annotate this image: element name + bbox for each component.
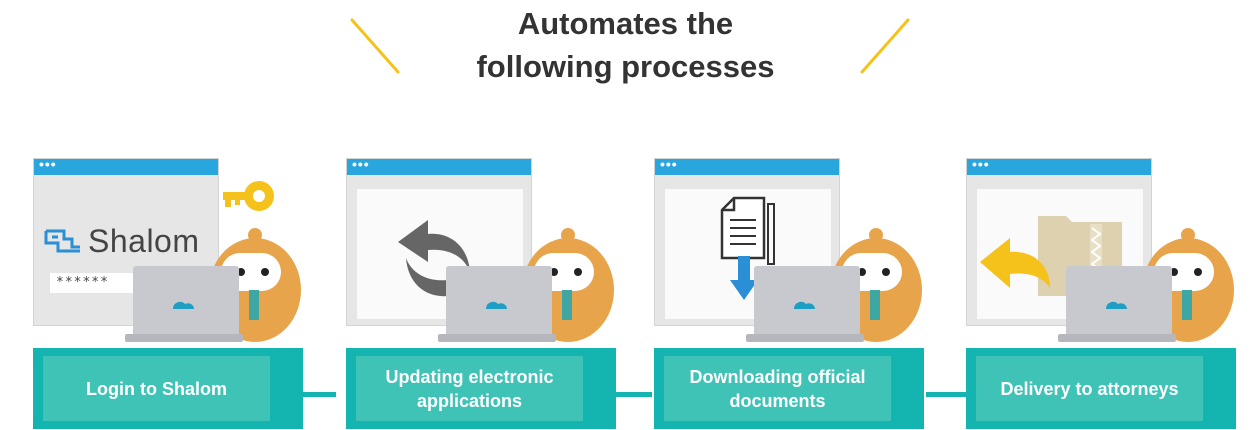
connector-3-4 — [926, 392, 966, 397]
document-download-icon — [720, 196, 775, 300]
step-label-panel: Downloading official documents — [664, 356, 891, 421]
key-icon — [223, 181, 274, 211]
step-label-box: Login to Shalom — [33, 348, 303, 429]
heading-line-1: Automates the — [517, 6, 734, 41]
connector-2-3 — [614, 392, 652, 397]
robot-with-laptop — [438, 228, 614, 342]
window-dots-icon: ••• — [39, 156, 57, 172]
step-label-panel: Login to Shalom — [43, 356, 270, 421]
robot-with-laptop — [746, 228, 922, 342]
step-label: Login to Shalom — [86, 378, 227, 399]
browser-window: ••• Shalom ****** — [33, 156, 219, 326]
window-dots-icon: ••• — [972, 156, 990, 172]
step-label-box: Downloading official documents — [654, 348, 924, 429]
process-step-delivery: ••• Delivery to attorneys — [966, 150, 1236, 430]
process-step-login: ••• Shalom ****** — [33, 150, 303, 430]
connector-1-2 — [300, 392, 336, 397]
laptop-icon — [125, 266, 243, 342]
step-label-box: Delivery to attorneys — [966, 348, 1236, 429]
page-heading: Automates the following processes — [400, 2, 851, 88]
shalom-logo-icon — [44, 229, 80, 252]
laptop-icon — [746, 266, 864, 342]
step-label: Delivery to attorneys — [1000, 378, 1179, 399]
process-step-updating: ••• Updating electronic applications — [346, 150, 616, 430]
window-dots-icon: ••• — [352, 156, 370, 172]
shalom-logo-text: Shalom — [88, 223, 200, 259]
heading-line-2: following processes — [476, 49, 775, 84]
laptop-icon — [1058, 266, 1176, 342]
window-title-bar: ••• — [655, 156, 839, 175]
step-label-box: Updating electronic applications — [346, 348, 616, 429]
window-title-bar: ••• — [347, 156, 531, 175]
step-label: Downloading official documents — [689, 366, 866, 411]
window-dots-icon: ••• — [660, 156, 678, 172]
right-accent-line — [860, 18, 910, 74]
password-field: ****** — [50, 273, 160, 293]
shalom-logo: Shalom — [44, 223, 200, 260]
return-arrow-icon — [980, 238, 1050, 288]
laptop-icon — [438, 266, 556, 342]
robot-with-laptop — [125, 228, 301, 342]
step-label-panel: Delivery to attorneys — [976, 356, 1203, 421]
left-accent-line — [350, 18, 400, 74]
robot-with-laptop — [1058, 228, 1234, 342]
step-label-panel: Updating electronic applications — [356, 356, 583, 421]
window-title-bar: ••• — [34, 156, 218, 175]
window-title-bar: ••• — [967, 156, 1151, 175]
process-step-downloading: ••• Downloading official document — [654, 150, 924, 430]
step-label: Updating electronic applications — [385, 366, 554, 411]
